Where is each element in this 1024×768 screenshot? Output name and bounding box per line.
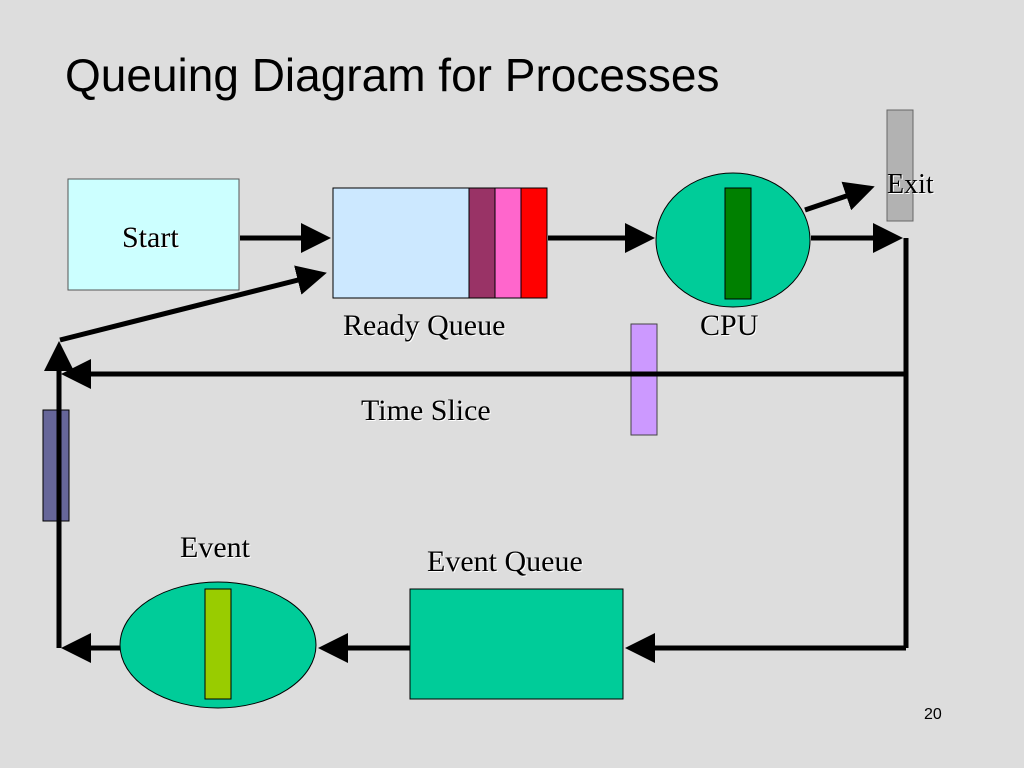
arrow-return-to-ready-queue: [59, 265, 327, 343]
ready-process-2: [494, 187, 522, 299]
ready-process-1: [468, 187, 496, 299]
start-box: [67, 178, 240, 291]
blocked-process: [42, 409, 70, 522]
ready-process-3: [520, 187, 548, 299]
event-process: [204, 588, 232, 700]
event-queue-box: [409, 588, 624, 700]
cpu-label: CPU: [700, 309, 759, 342]
cpu-process: [724, 187, 752, 300]
arrow-cpu-to-exit: [804, 181, 875, 213]
slide-title: Queuing Diagram for Processes: [65, 49, 720, 101]
event-queue-label: Event Queue: [427, 545, 583, 578]
exit-label: Exit: [887, 169, 934, 200]
page-number: 20: [924, 706, 942, 723]
event-label: Event: [180, 531, 250, 564]
ready-queue-label: Ready Queue: [343, 309, 506, 342]
exit-bar: [886, 109, 914, 222]
time-slice-label: Time Slice: [361, 394, 491, 427]
time-slice-process: [630, 323, 658, 436]
start-label: Start: [122, 221, 179, 254]
